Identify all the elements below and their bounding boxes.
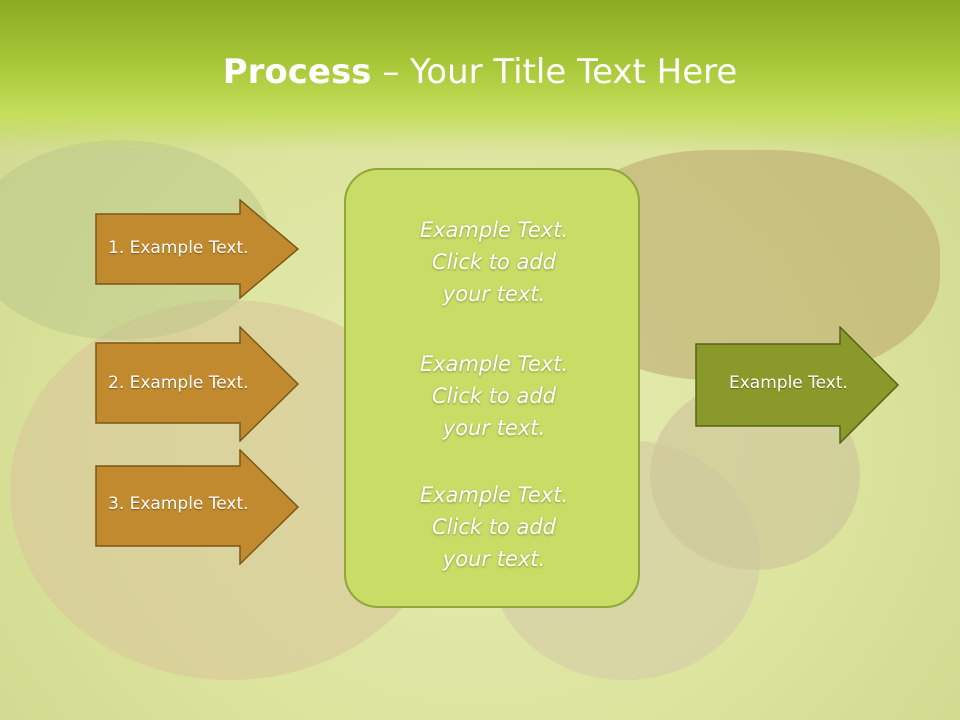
center-text-box[interactable]: Example Text. Click to add your text. Ex…	[344, 168, 640, 608]
text-block-1[interactable]: Example Text. Click to add your text.	[346, 214, 642, 310]
header-band	[0, 0, 960, 150]
process-arrow-1[interactable]: 1. Example Text.	[95, 199, 300, 299]
text-block-2[interactable]: Example Text. Click to add your text.	[346, 348, 642, 444]
block-line-2: Click to add	[431, 515, 556, 539]
title-rest: – Your Title Text Here	[371, 52, 738, 92]
title-bold: Process	[222, 52, 372, 92]
block-line-3: your text.	[442, 416, 546, 440]
block-line-3: your text.	[442, 282, 546, 306]
arrow-label: 1. Example Text.	[108, 238, 249, 258]
arrow-label: Example Text.	[729, 373, 848, 393]
block-line-1: Example Text.	[419, 352, 569, 376]
arrow-shape	[95, 326, 300, 442]
text-block-3[interactable]: Example Text. Click to add your text.	[346, 479, 642, 575]
arrow-shape	[695, 326, 900, 444]
block-line-3: your text.	[442, 547, 546, 571]
arrow-shape	[95, 199, 300, 299]
block-line-2: Click to add	[431, 384, 556, 408]
slide-title[interactable]: Process – Your Title Text Here	[0, 52, 960, 92]
process-arrow-3[interactable]: 3. Example Text.	[95, 449, 300, 565]
result-arrow[interactable]: Example Text.	[695, 326, 900, 444]
arrow-shape	[95, 449, 300, 565]
process-arrow-2[interactable]: 2. Example Text.	[95, 326, 300, 442]
arrow-label: 2. Example Text.	[108, 373, 249, 393]
block-line-2: Click to add	[431, 250, 556, 274]
arrow-label: 3. Example Text.	[108, 494, 249, 514]
block-line-1: Example Text.	[419, 483, 569, 507]
block-line-1: Example Text.	[419, 218, 569, 242]
